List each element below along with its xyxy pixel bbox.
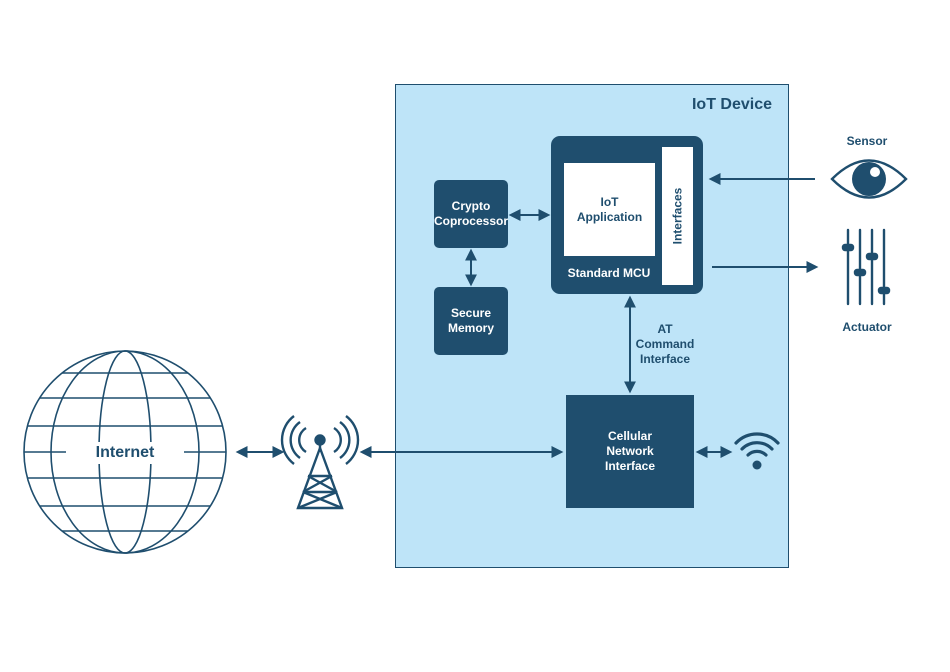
eye-icon [830,159,908,199]
actuator-label: Actuator [842,320,892,334]
cell-tower-icon [280,415,360,510]
wifi-icon [734,432,780,470]
crypto-coprocessor-block: Crypto Coprocessor [434,180,508,248]
iot-device-title: IoT Device [691,96,772,113]
internet-label: Internet [70,442,180,464]
at-command-interface-label: AT Command Interface [635,322,695,366]
iot-application-label: IoT Application [576,194,643,224]
secure-memory-block: Secure Memory [434,287,508,355]
sensor-label: Sensor [846,134,888,148]
cellular-network-interface-block: Cellular Network Interface [566,395,694,508]
cellular-network-interface-label: Cellular Network Interface [604,429,656,473]
slider-icon [841,228,891,306]
iot-application-block: IoT Application [564,163,655,256]
standard-mcu-label: Standard MCU [567,266,651,280]
crypto-coprocessor-label: Crypto Coprocessor [433,199,509,228]
secure-memory-label: Secure Memory [447,306,494,335]
interfaces-block: Interfaces [662,147,693,285]
